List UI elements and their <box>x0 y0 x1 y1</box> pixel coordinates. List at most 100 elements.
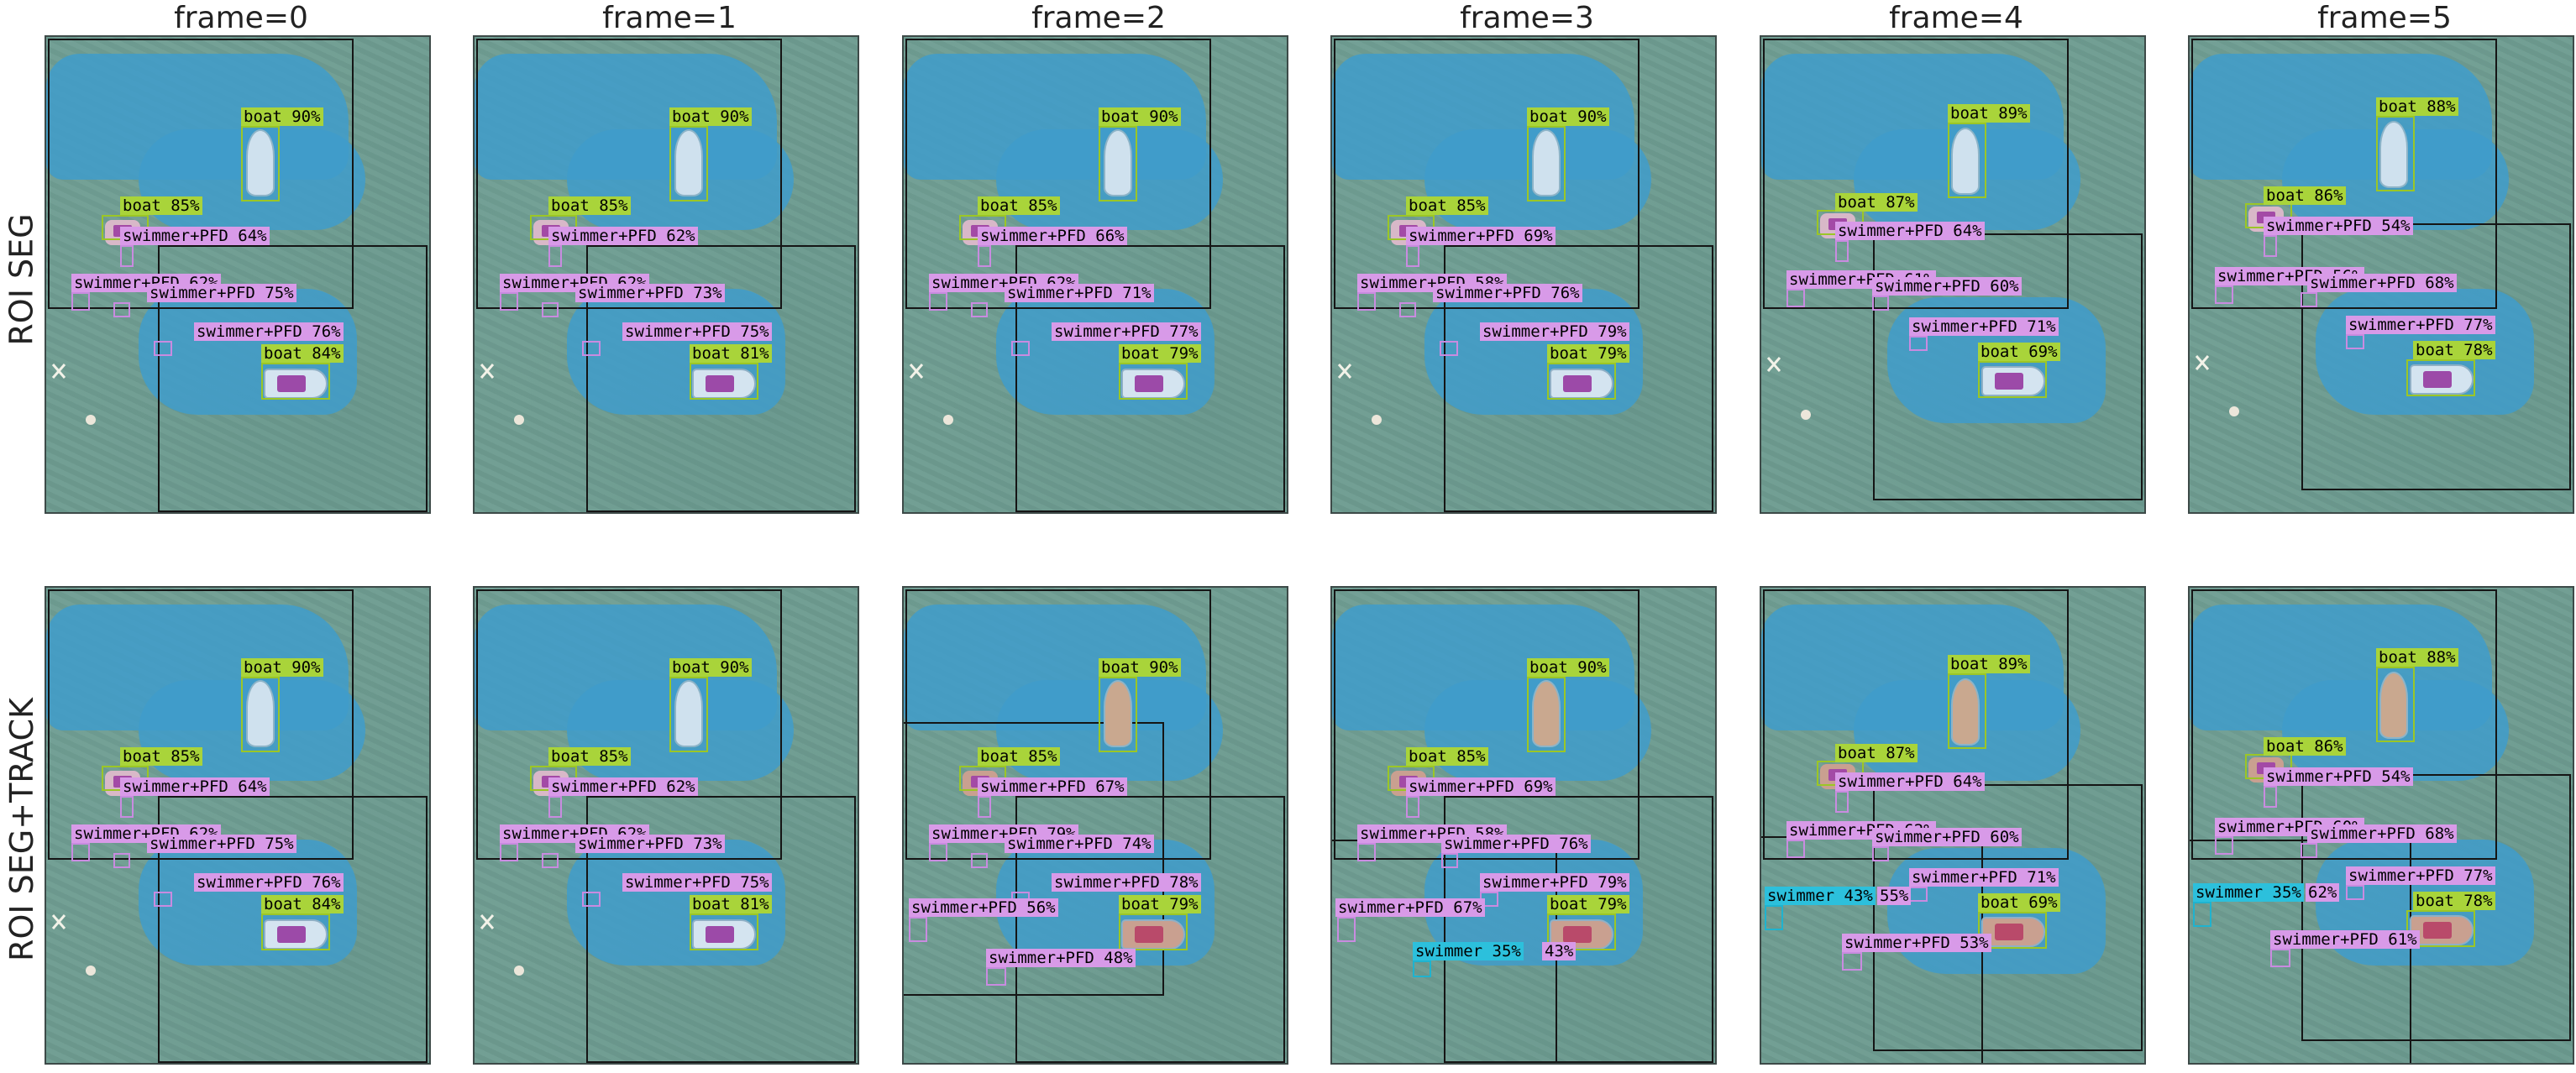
detection-box-boat <box>1099 677 1137 752</box>
boat <box>246 680 275 747</box>
row-label-roi-seg-track: ROI SEG+TRACK <box>2 586 42 1073</box>
detection-box-boat <box>1527 126 1566 202</box>
label-swimmer-pfd: swimmer+PFD 48% <box>986 949 1136 967</box>
detection-box-swimmer-pfd <box>113 853 130 868</box>
label-swimmer: swimmer 35% <box>1413 942 1524 960</box>
roi-box <box>2301 774 2571 1041</box>
column-title-frame-2: frame=2 <box>1031 1 1166 35</box>
label-boat: boat 85% <box>978 747 1060 766</box>
detection-box-boat <box>690 363 758 400</box>
label-boat: boat 69% <box>1978 343 2060 361</box>
detection-box-swimmer <box>1413 960 1431 977</box>
label-boat: boat 89% <box>1948 655 2030 673</box>
label-boat: boat 79% <box>1119 895 1201 913</box>
label-swimmer-pfd: swimmer+PFD 73% <box>575 835 725 853</box>
detection-box-swimmer-pfd <box>1786 289 1805 307</box>
detection-box-swimmer-pfd <box>500 843 518 861</box>
detection-box-boat <box>261 913 330 950</box>
label-boat: boat 79% <box>1547 895 1629 913</box>
label-swimmer-pfd: swimmer+PFD 60% <box>1872 277 2022 296</box>
detection-box-swimmer-pfd <box>971 853 988 868</box>
label-swimmer-pfd: swimmer+PFD 62% <box>548 227 698 245</box>
detection-box-swimmer-pfd <box>1842 952 1862 971</box>
panel-roi-seg-frame-5: boat 88% boat 86% boat 78% swimmer+PFD 5… <box>2188 35 2574 514</box>
panel-roi-seg-track-frame-4: boat 89% boat 87% boat 69% swimmer+PFD 6… <box>1760 586 2146 1065</box>
boat <box>692 369 756 399</box>
detection-box-boat <box>241 126 280 202</box>
label-boat: boat 84% <box>261 344 344 363</box>
label-boat: boat 86% <box>2264 186 2346 205</box>
roi-box <box>1763 39 2069 309</box>
detection-box-swimmer-pfd <box>978 796 991 818</box>
detection-box-swimmer-pfd <box>120 245 134 267</box>
detection-box-swimmer-pfd <box>929 292 947 311</box>
detection-box-swimmer-pfd <box>929 843 947 861</box>
boat <box>1951 128 1980 195</box>
label-boat: boat 87% <box>1835 744 1918 762</box>
panel-roi-seg-frame-4: boat 89% boat 87% boat 69% swimmer+PFD 6… <box>1760 35 2146 514</box>
detection-box-swimmer-pfd <box>120 796 134 818</box>
boat <box>2379 121 2408 188</box>
detection-box-swimmer-pfd <box>986 967 1006 986</box>
roi-box <box>1015 796 1285 1063</box>
boat <box>2410 364 2474 395</box>
label-boat: boat 85% <box>120 196 202 215</box>
label-swimmer-pfd: swimmer+PFD 76% <box>1441 835 1591 853</box>
detection-box-swimmer-pfd <box>2215 285 2233 304</box>
boat <box>1121 919 1185 950</box>
panel-roi-seg-track-frame-5: boat 88% boat 86% boat 78% swimmer+PFD 5… <box>2188 586 2574 1065</box>
label-swimmer-pfd: 62% <box>2306 883 2340 902</box>
label-swimmer-pfd: swimmer+PFD 71% <box>1005 284 1154 302</box>
label-boat: boat 90% <box>241 658 323 677</box>
person <box>480 913 495 930</box>
panel-roi-seg-track-frame-1: boat 90% boat 85% boat 81% swimmer+PFD 6… <box>473 586 859 1065</box>
detection-box-swimmer-pfd <box>2270 949 2290 967</box>
label-swimmer-pfd: 43% <box>1542 942 1577 960</box>
label-boat: boat 81% <box>690 895 772 913</box>
person <box>1798 406 1813 423</box>
column-title-frame-1: frame=1 <box>602 1 737 35</box>
label-boat: boat 85% <box>548 747 631 766</box>
label-swimmer-pfd: swimmer+PFD 68% <box>2307 274 2457 292</box>
detection-box-swimmer-pfd <box>2346 334 2364 349</box>
detection-box-boat <box>1099 126 1137 202</box>
label-swimmer-pfd: swimmer+PFD 73% <box>575 284 725 302</box>
label-swimmer-pfd: swimmer+PFD 69% <box>1406 777 1556 796</box>
detection-box-swimmer-pfd <box>971 302 988 317</box>
label-boat: boat 85% <box>548 196 631 215</box>
detection-box-swimmer-pfd <box>1835 791 1849 813</box>
detection-box-swimmer-pfd <box>113 302 130 317</box>
label-swimmer-pfd: swimmer+PFD 54% <box>2264 767 2413 786</box>
label-swimmer-pfd: swimmer+PFD 71% <box>1909 317 2059 336</box>
detection-box-boat <box>1547 363 1616 400</box>
panel-roi-seg-frame-0: boat 90% boat 85% boat 84% swimmer+PFD 6… <box>45 35 431 514</box>
detection-box-boat <box>1119 363 1188 400</box>
roi-box <box>2301 223 2571 490</box>
label-swimmer-pfd: swimmer+PFD 62% <box>548 777 698 796</box>
boat <box>1532 680 1561 747</box>
boat <box>1951 678 1980 746</box>
roi-box <box>1444 796 1713 1063</box>
panel-roi-seg-track-frame-3: boat 90% boat 85% boat 79% swimmer+PFD 6… <box>1330 586 1717 1065</box>
label-boat: boat 90% <box>1527 107 1609 126</box>
detection-box-boat <box>690 913 758 950</box>
label-boat: boat 85% <box>1406 747 1488 766</box>
label-swimmer-pfd: swimmer+PFD 77% <box>2346 866 2495 885</box>
label-swimmer-pfd: swimmer+PFD 79% <box>1480 873 1629 892</box>
column-title-frame-5: frame=5 <box>2317 1 2452 35</box>
detection-box-swimmer-pfd <box>2264 235 2277 257</box>
label-swimmer-pfd: swimmer+PFD 76% <box>194 322 344 341</box>
panel-roi-seg-track-frame-0: boat 90% boat 85% boat 84% swimmer+PFD 6… <box>45 586 431 1065</box>
boat <box>1981 917 2045 947</box>
detection-box-swimmer-pfd <box>1786 840 1805 858</box>
boat <box>1550 919 1613 950</box>
label-boat: boat 85% <box>120 747 202 766</box>
label-swimmer-pfd: swimmer+PFD 64% <box>1835 222 1985 240</box>
label-boat: boat 85% <box>978 196 1060 215</box>
detection-box-boat <box>261 363 330 400</box>
person <box>83 411 98 428</box>
boat <box>246 129 275 196</box>
detection-box-swimmer-pfd <box>2346 885 2364 900</box>
detection-box-swimmer-pfd <box>500 292 518 311</box>
label-boat: boat 90% <box>1099 107 1181 126</box>
